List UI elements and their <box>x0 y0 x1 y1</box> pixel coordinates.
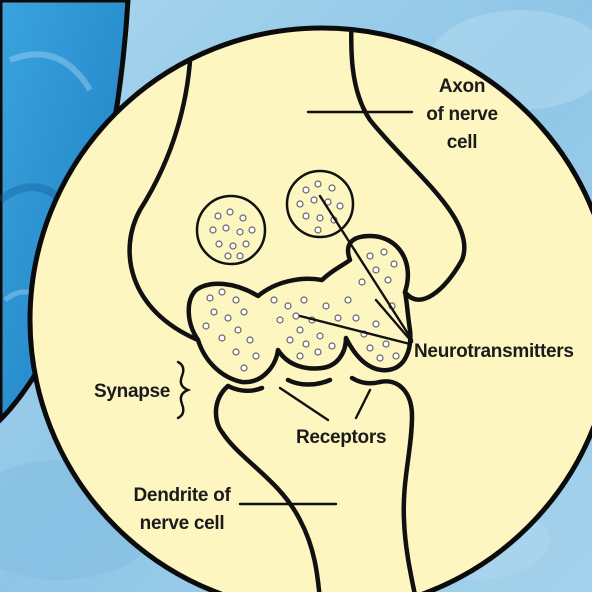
axon-label-line2: of nerve <box>426 104 498 125</box>
dendrite-label-line2: nerve cell <box>140 513 225 534</box>
synapse-label: Synapse <box>94 381 170 402</box>
neurotransmitters-label: Neurotransmitters <box>414 341 574 362</box>
dendrite-label-line1: Dendrite of <box>134 485 232 506</box>
axon-label-line3: cell <box>447 132 478 153</box>
axon-label-line1: Axon <box>439 76 485 97</box>
vesicle-2 <box>287 171 353 237</box>
receptors-label: Receptors <box>296 427 386 448</box>
vesicle-1 <box>197 196 265 264</box>
